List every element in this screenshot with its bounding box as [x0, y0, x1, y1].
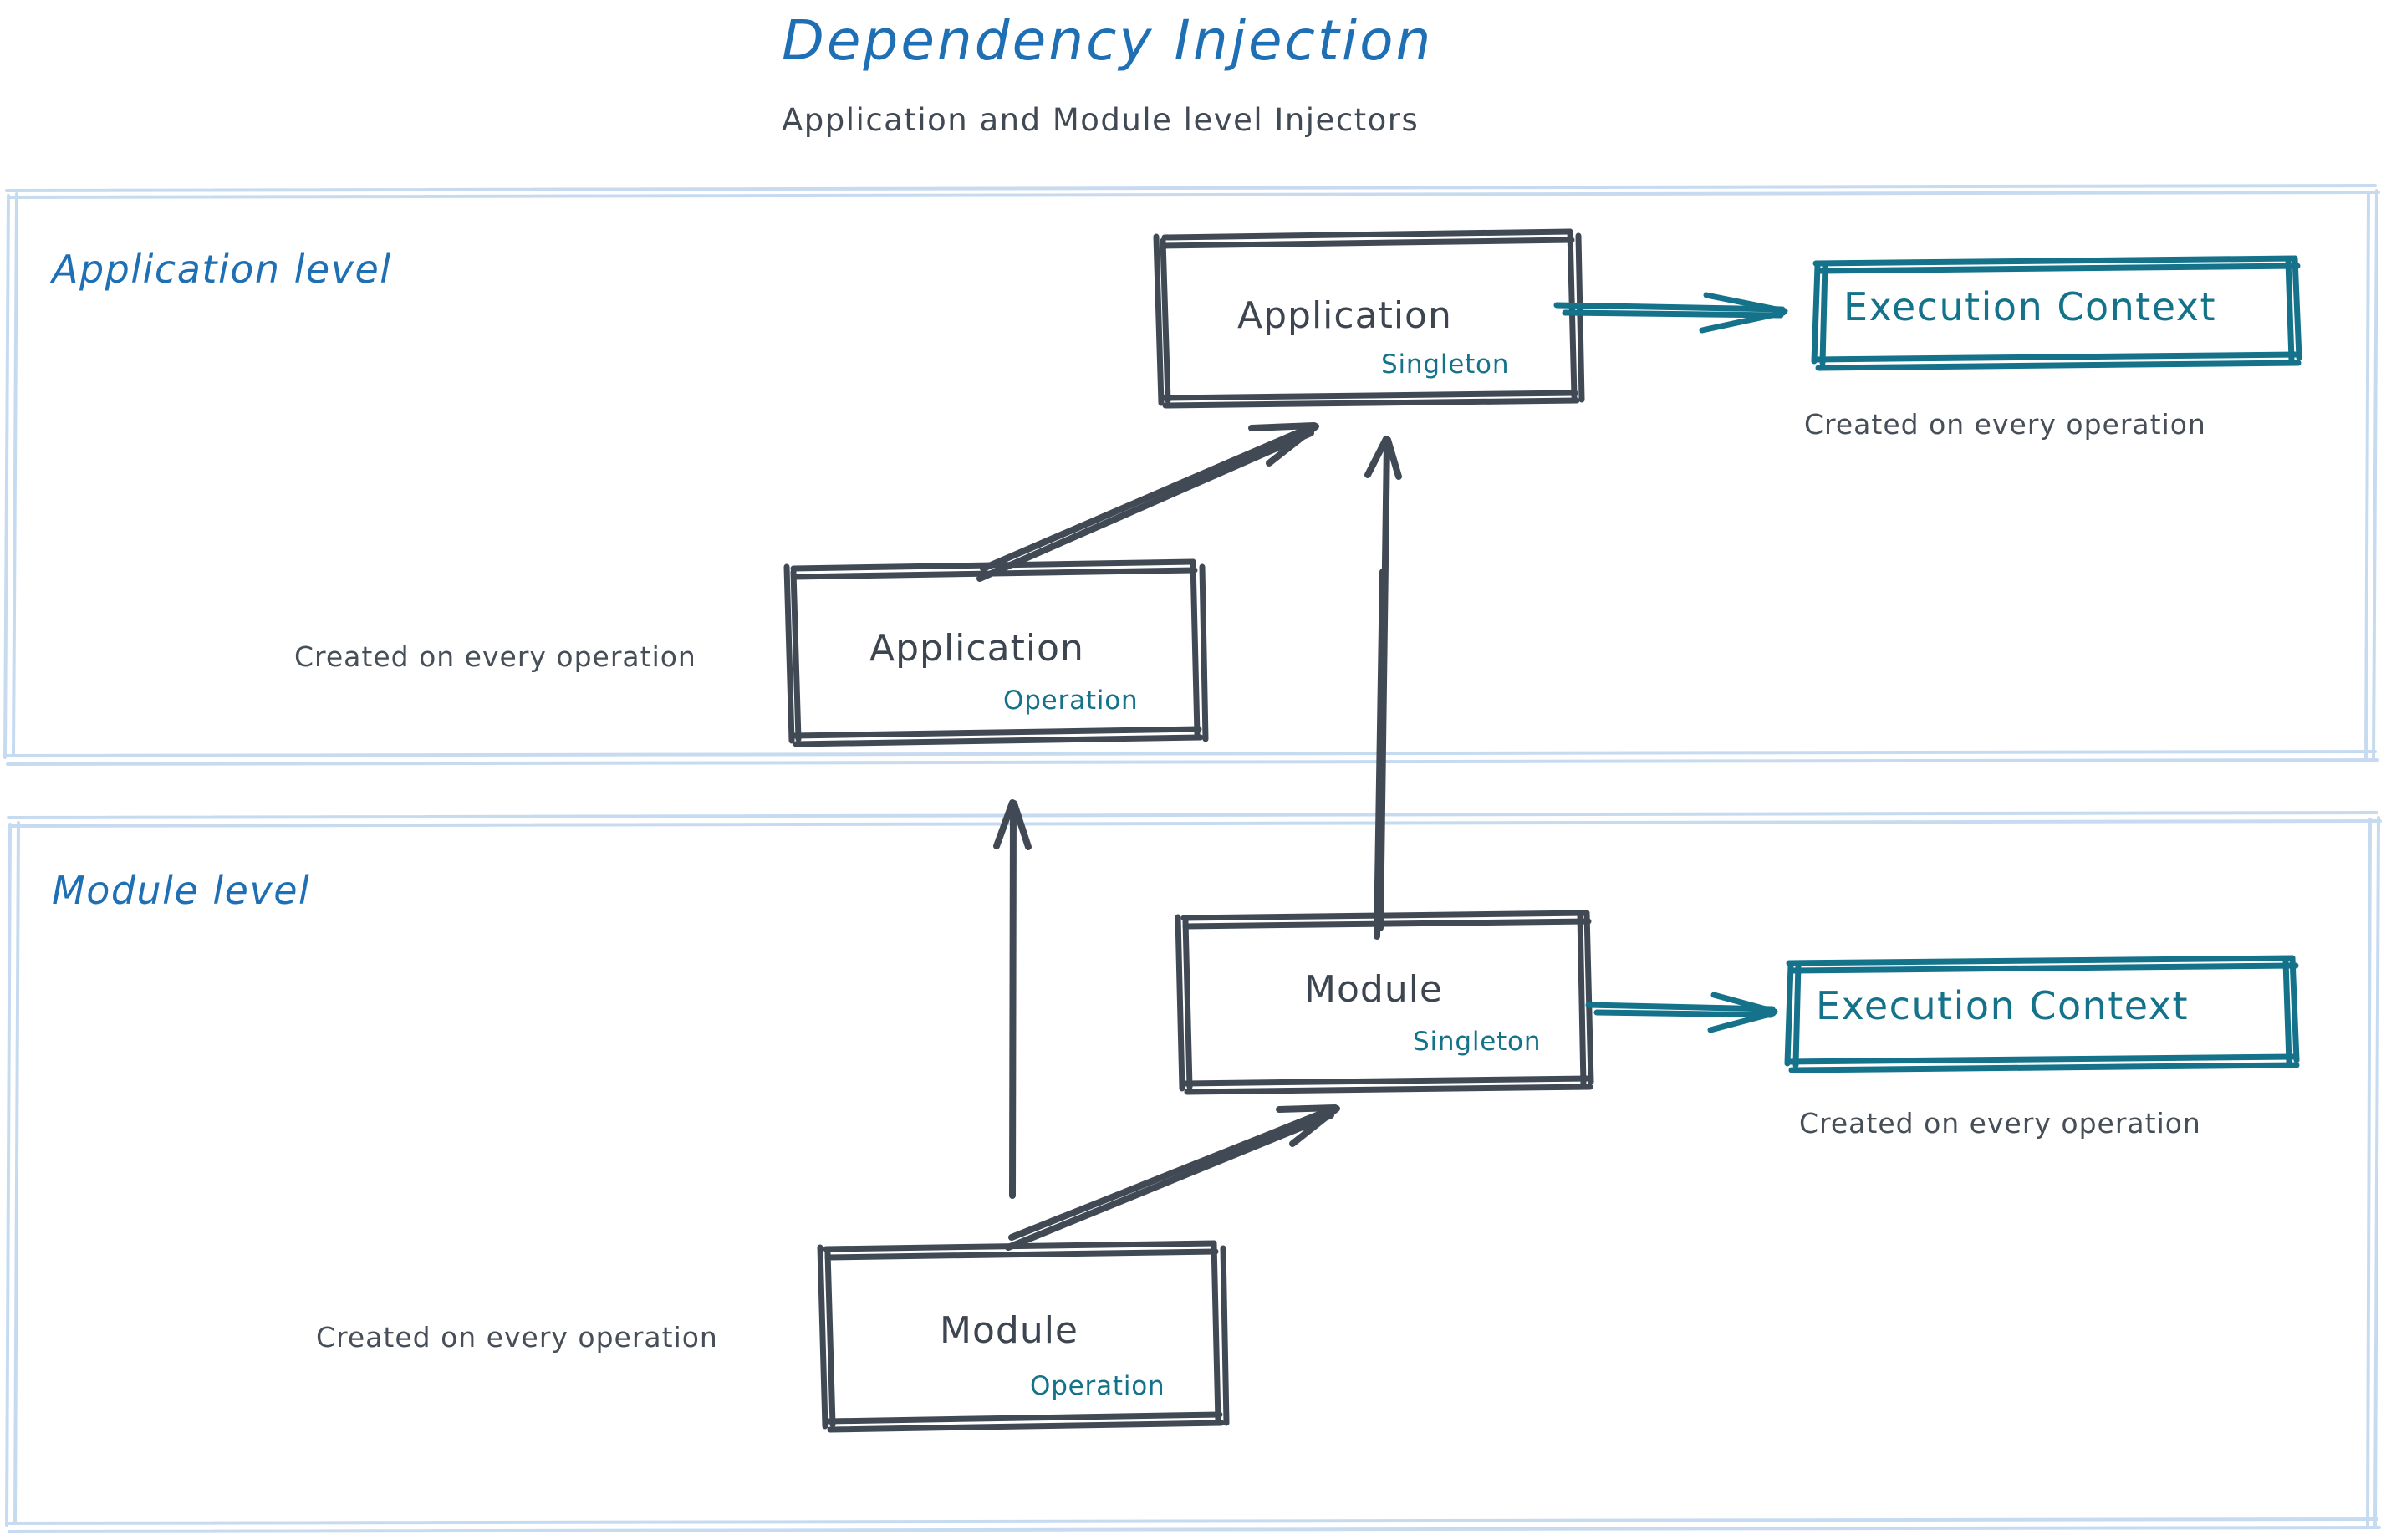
application-singleton-box[interactable]	[1153, 228, 1585, 409]
lane-application-level-border	[3, 184, 2380, 766]
module-execution-context-box[interactable]	[1784, 955, 2300, 1073]
application-execution-context-title: Execution Context	[1843, 284, 2217, 329]
application-singleton-scope: Singleton	[1381, 349, 1510, 380]
lane-module-level-border	[5, 811, 2382, 1533]
module-operation-title: Module	[940, 1309, 1078, 1352]
edge-module-singleton-to-app-singleton	[1364, 436, 1402, 940]
lane-label-module-level: Module level	[52, 868, 311, 913]
application-execution-context-note: Created on every operation	[1804, 408, 2206, 441]
module-execution-context-note: Created on every operation	[1799, 1107, 2201, 1140]
module-execution-context-title: Execution Context	[1816, 983, 2190, 1028]
edge-app-operation-to-app-singleton	[976, 422, 1319, 582]
application-singleton-title: Application	[1237, 294, 1452, 337]
module-operation-note: Created on every operation	[316, 1321, 718, 1354]
application-execution-context-box[interactable]	[1811, 255, 2302, 371]
page-subtitle: Application and Module level Injectors	[782, 102, 1420, 138]
application-operation-note: Created on every operation	[294, 640, 696, 673]
page-title: Dependency Injection	[782, 8, 1434, 73]
module-singleton-box[interactable]	[1175, 910, 1594, 1095]
edge-module-operation-to-app-operation	[993, 799, 1032, 1199]
edge-module-singleton-to-execution-context	[1585, 992, 1778, 1033]
lane-label-application-level: Application level	[52, 247, 392, 292]
application-operation-title: Application	[869, 627, 1084, 670]
module-singleton-title: Module	[1304, 968, 1443, 1011]
module-singleton-scope: Singleton	[1413, 1027, 1542, 1057]
application-operation-scope: Operation	[1003, 686, 1139, 716]
edge-module-operation-to-module-singleton	[1005, 1104, 1340, 1251]
module-operation-scope: Operation	[1030, 1371, 1165, 1401]
edge-app-singleton-to-execution-context	[1553, 292, 1788, 334]
